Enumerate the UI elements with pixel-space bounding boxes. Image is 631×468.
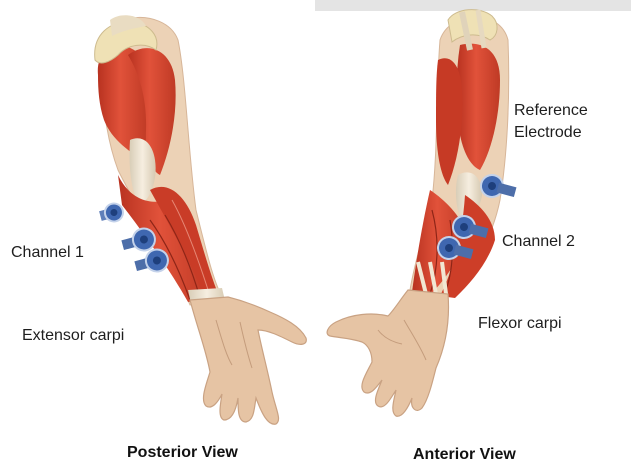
anterior-view-caption: Anterior View <box>413 446 516 464</box>
posterior-arm <box>95 15 307 424</box>
emg-electrode-icon <box>98 201 125 224</box>
channel-2-label: Channel 2 <box>502 232 575 252</box>
reference-electrode-label-line1: Reference <box>514 101 588 121</box>
posterior-view-caption: Posterior View <box>127 444 238 462</box>
emg-electrode-icon <box>133 247 171 277</box>
flexor-carpi-label: Flexor carpi <box>478 314 562 334</box>
extensor-carpi-label: Extensor carpi <box>22 326 124 346</box>
anterior-arm <box>327 10 509 417</box>
channel-1-label: Channel 1 <box>11 243 84 263</box>
reference-electrode-label-line2: Electrode <box>514 123 582 143</box>
